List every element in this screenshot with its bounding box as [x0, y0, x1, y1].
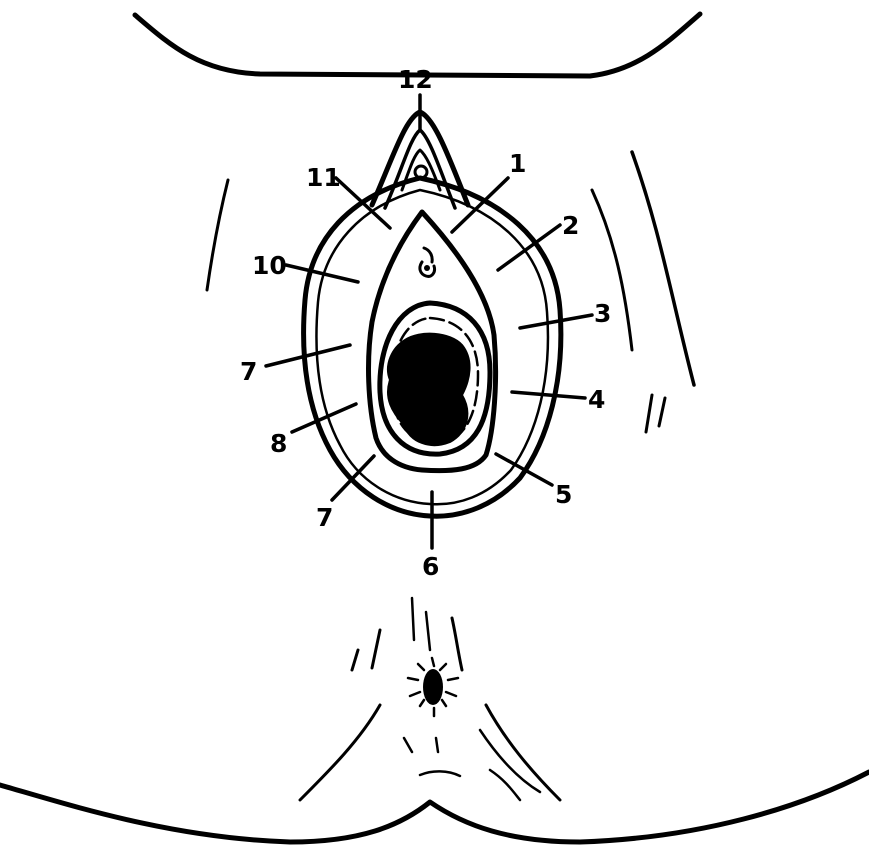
right-thigh-tick-a — [646, 395, 652, 432]
clock-label-2: 2 — [562, 211, 579, 240]
clock-label-7-lower: 7 — [316, 503, 333, 532]
clock-label-3: 3 — [594, 299, 611, 328]
perineum-stroke-1 — [412, 598, 414, 640]
clock-label-6: 6 — [422, 552, 439, 581]
clock-label-8: 8 — [270, 429, 287, 458]
line-9 — [266, 345, 350, 366]
clock-label-12: 12 — [398, 65, 433, 94]
gluteal-cleft-left — [300, 705, 380, 800]
gluteal-line-a — [404, 738, 412, 752]
line-4 — [512, 392, 585, 398]
urethral-meatus — [420, 248, 435, 276]
gluteal-line-c — [480, 730, 540, 792]
perineum-stroke-4 — [352, 650, 358, 670]
line-8 — [292, 404, 356, 432]
clock-label-4: 4 — [588, 385, 605, 414]
clock-label-10: 10 — [252, 251, 287, 280]
clock-label-9: 7 — [240, 357, 257, 386]
left-thigh-crease — [207, 180, 228, 290]
clock-label-5: 5 — [555, 480, 572, 509]
line-3 — [520, 315, 592, 328]
line-5 — [496, 454, 552, 485]
perineum-stroke-2 — [426, 612, 430, 650]
anus — [423, 669, 443, 705]
gluteal-line-d — [420, 771, 460, 776]
clock-label-1: 1 — [509, 149, 526, 178]
lower-body-contour — [0, 772, 869, 842]
vaginal-opening — [388, 334, 470, 445]
gluteal-line-b — [436, 738, 438, 752]
perineum-stroke-3 — [372, 630, 380, 668]
right-thigh-crease-outer — [632, 152, 694, 385]
urethral-dot — [424, 265, 430, 271]
right-thigh-tick-b — [659, 398, 665, 426]
clock-label-11: 11 — [306, 163, 341, 192]
perineum-stroke-5 — [452, 618, 462, 670]
